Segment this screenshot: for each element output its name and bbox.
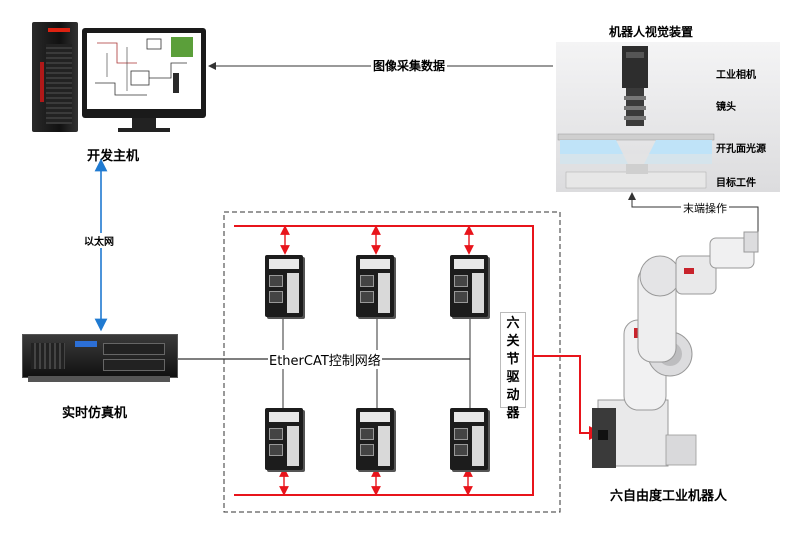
lens-label: 镜头 [716,102,736,113]
six-joint-driver-label: 六关节驱动器 [506,316,520,421]
six-joint-driver-box: 六关节驱动器 [500,312,526,421]
servo-drive-3 [450,255,488,317]
servo-drive-6 [450,408,488,470]
servo-drive-5 [356,408,394,470]
vision-title: 机器人视觉装置 [609,25,694,39]
dev-host-group [30,18,210,138]
servo-drive-4 [265,408,303,470]
light-source-label: 开孔面光源 [716,144,766,155]
robot-arm-icon [592,231,759,468]
red-to-robot [533,355,603,440]
red-bus [234,225,534,496]
robot-label: 六自由度工业机器人 [610,489,728,504]
driver-group-box [223,211,561,513]
schematic-screen [95,37,193,96]
vision-panel: 工业相机 镜头 开孔面光源 目标工件 [556,42,780,192]
ethercat-label: EtherCAT控制网络 [268,350,382,369]
pc-tower-icon [32,22,78,132]
workpiece-label: 目标工件 [716,178,756,189]
rt-simulator-label: 实时仿真机 [62,406,128,421]
monitor-icon [82,28,206,118]
servo-drive-1 [265,255,303,317]
image-data-label: 图像采集数据 [371,57,448,74]
end-op-label: 末端操作 [681,200,729,216]
servo-drive-2 [356,255,394,317]
ethernet-label: 以太网 [84,233,114,248]
vision-device-illustration [557,46,715,189]
rt-simulator-icon [22,334,178,382]
camera-label: 工业相机 [716,70,756,81]
